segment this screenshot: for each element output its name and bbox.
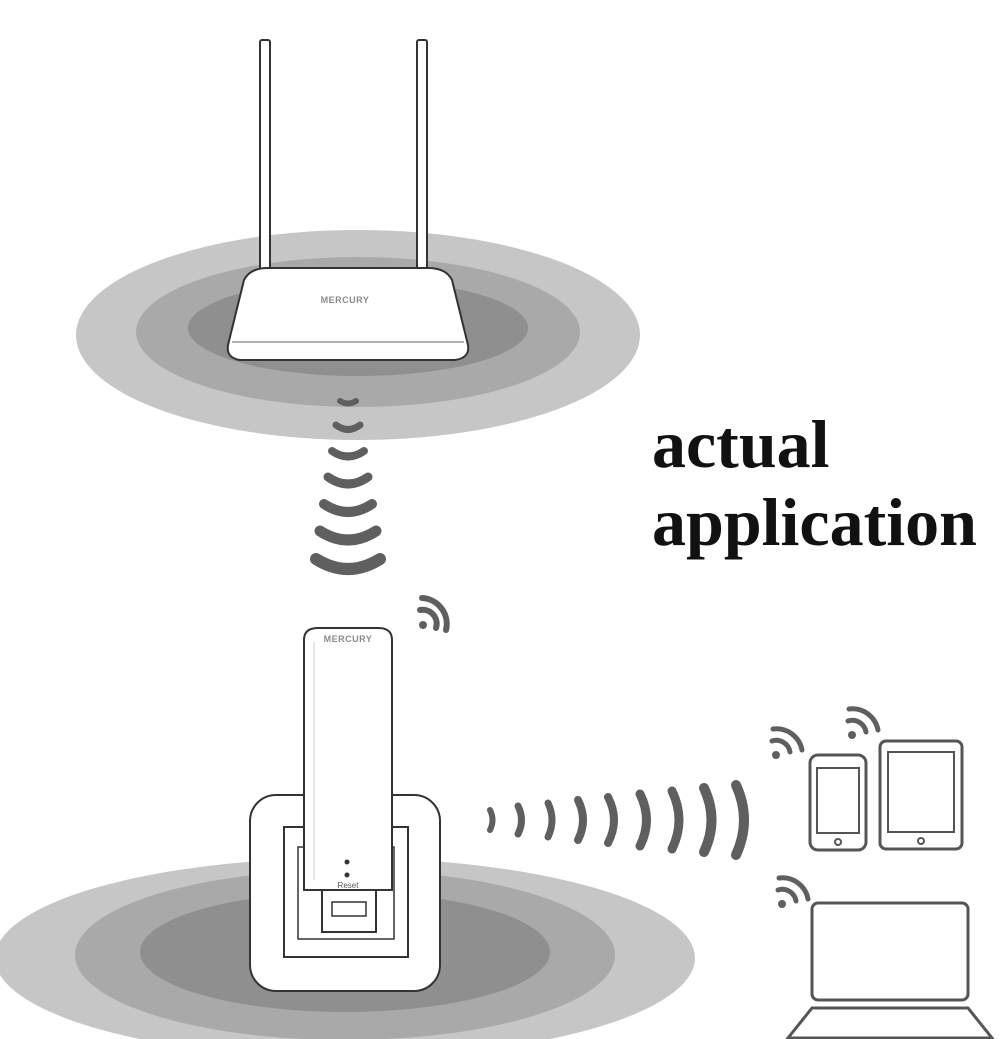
extender-wifi-icon bbox=[417, 595, 450, 633]
extender: MERCURY Reset bbox=[303, 627, 393, 933]
laptop-icon bbox=[785, 901, 995, 1039]
router-antenna-left bbox=[259, 39, 271, 281]
tablet-icon bbox=[878, 739, 964, 851]
extender-led bbox=[344, 859, 350, 865]
extender-to-devices-waves bbox=[487, 780, 749, 860]
caption-line-1: actual bbox=[652, 406, 830, 482]
phone-wifi-icon bbox=[769, 726, 805, 759]
reset-label: Reset bbox=[338, 881, 360, 890]
laptop-wifi-icon bbox=[775, 875, 811, 908]
router-brand-label: MERCURY bbox=[321, 295, 370, 305]
extender-brand-label: MERCURY bbox=[324, 634, 373, 644]
router: MERCURY bbox=[226, 39, 470, 361]
router-to-extender-waves bbox=[310, 398, 386, 575]
tablet-wifi-icon bbox=[845, 706, 881, 739]
caption: actual application bbox=[652, 405, 977, 561]
caption-line-2: application bbox=[652, 484, 977, 560]
reset-button[interactable] bbox=[344, 872, 350, 878]
router-antenna-right bbox=[416, 39, 428, 281]
router-body bbox=[226, 267, 470, 361]
extender-coverage-rings bbox=[0, 858, 695, 1039]
smartphone-icon bbox=[808, 753, 868, 852]
